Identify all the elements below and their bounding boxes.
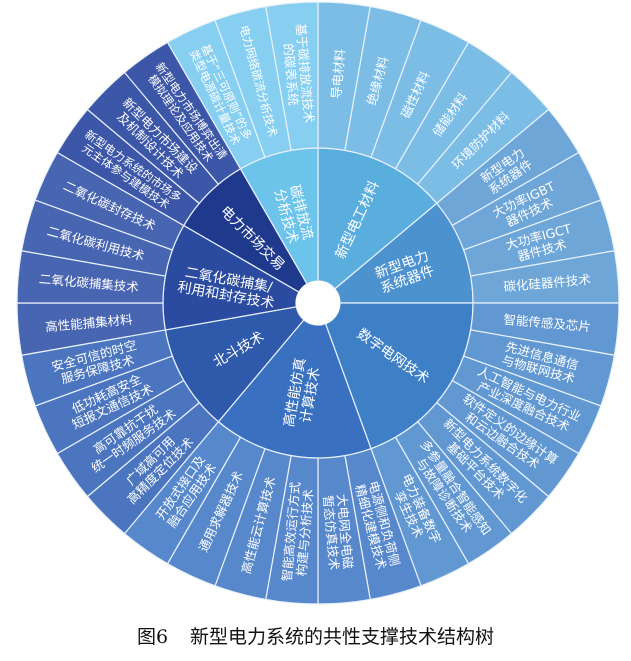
category-group: 数字电网技术智能传感及芯片先进信息通信与物联网技术人工智能与电力行业产业深度融合… (324, 302, 620, 587)
category-group: 高性能仿真计算技术电源侧和负荷侧精细化建模技术大电网全电磁暂态仿真技术智能高效运… (123, 319, 422, 605)
category-group: 二氧化碳捕集/利用和封存技术高性能捕集材料二氧化碳捕集技术二氧化碳利用技术二氧化… (16, 151, 300, 356)
category-group: 北斗技术广域高可用高精度定位技术高可靠抗干扰统一时频服务技术低功耗高安全短报文通… (20, 306, 305, 535)
sunburst-diagram: 新型电工材料导电材料绝缘材料磁性材料储能材料环境防护材料新型电力系统器件新型电力… (16, 1, 620, 605)
leaf-label: 导电材料 (328, 48, 347, 100)
leaf-label: 基于碳排放流技术的碳表系统 (279, 23, 317, 126)
category-group: 新型电工材料导电材料绝缘材料磁性材料储能材料环境防护材料 (317, 1, 550, 290)
center-hole (296, 281, 340, 325)
figure-caption: 图6 新型电力系统的共性支撑技术结构树 (0, 622, 631, 649)
leaf-label: 大电网全电磁暂态仿真技术 (320, 493, 355, 571)
leaf-label: 智能高效运行方式构建与分析技术 (279, 481, 317, 584)
leaf-segment (265, 1, 319, 152)
category-group: 新型电力系统器件新型电力系统器件大功率IGBT器件技术大功率IGCT器件技术碳化… (334, 108, 620, 304)
figure-number: 图6 (136, 626, 169, 648)
figure-title: 新型电力系统的共性支撑技术结构树 (190, 626, 495, 648)
